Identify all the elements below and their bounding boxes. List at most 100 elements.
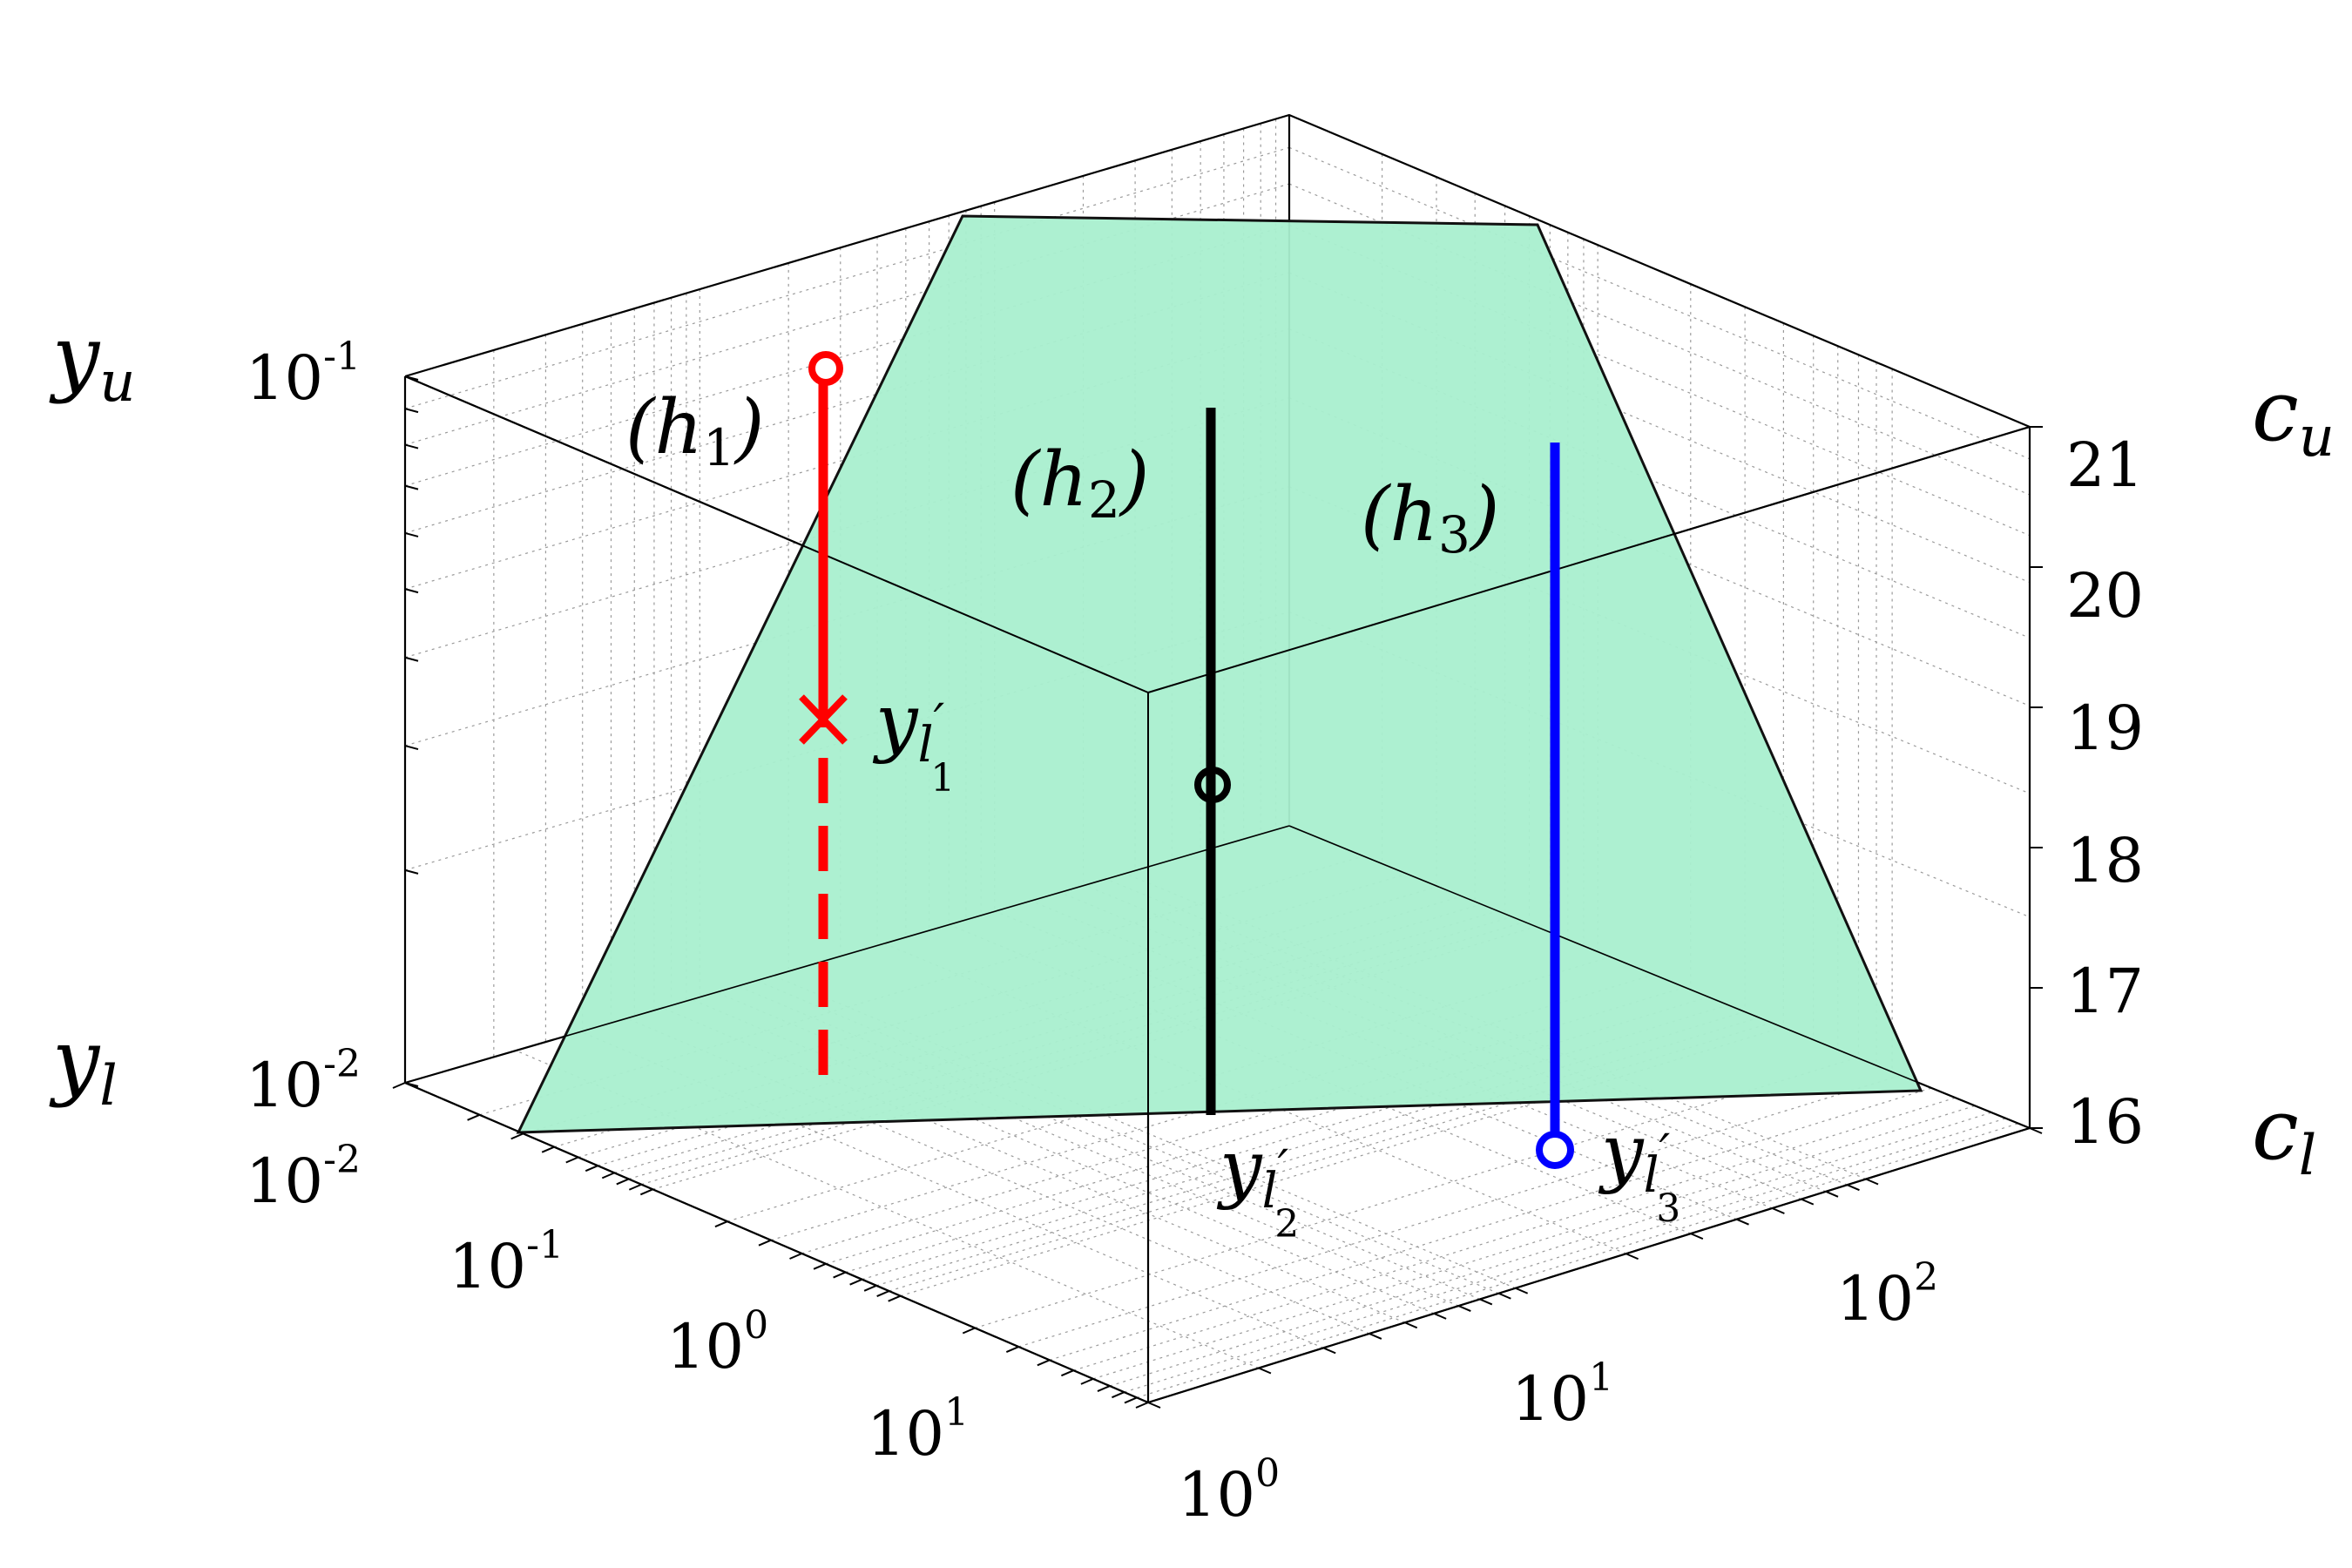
- axis-label-c-lower: cl: [2252, 1081, 2316, 1188]
- tick-mark: [541, 1146, 555, 1153]
- point-label-2: yl′2: [1216, 1125, 1299, 1247]
- grid-line: [1085, 884, 1827, 1193]
- grid-line: [662, 1007, 1405, 1323]
- left-depth-tick-label: 101: [867, 1390, 969, 1470]
- line-h1-x-marker: [799, 694, 848, 745]
- tick-mark: [1825, 1190, 1839, 1198]
- tick-mark: [601, 1172, 615, 1179]
- tick-mark: [404, 868, 419, 875]
- tick-mark: [2029, 1127, 2043, 1134]
- tick-mark: [1112, 1391, 1125, 1399]
- axis-ticks: [392, 375, 2043, 1409]
- grid-line: [1288, 146, 2031, 460]
- tick-mark: [1865, 1178, 1879, 1186]
- axis-label-y-upper: yu: [49, 308, 135, 415]
- tick-mark: [404, 484, 419, 490]
- tick-mark: [1404, 1321, 1418, 1329]
- tick-mark: [404, 745, 419, 751]
- tick-mark: [404, 408, 419, 414]
- line-h2-circle-marker: [1194, 767, 1231, 803]
- right-tick-label: 18: [2066, 825, 2144, 896]
- tick-mark: [404, 375, 419, 381]
- tick-mark: [714, 1220, 728, 1228]
- tick-mark: [833, 1271, 846, 1279]
- right-depth-tick-labels: 100 101 102: [1178, 1255, 1938, 1531]
- tick-mark: [1097, 1385, 1111, 1392]
- tick-mark: [1625, 1253, 1639, 1260]
- right-tick-label: 16: [2066, 1086, 2144, 1158]
- tick-mark: [1457, 1305, 1471, 1313]
- right-tick-label: 19: [2066, 693, 2144, 764]
- label-h1: (h1): [625, 384, 764, 477]
- tick-mark: [585, 1165, 598, 1173]
- label-h3: (h3): [1361, 471, 1499, 564]
- label-h2: (h2): [1010, 436, 1149, 530]
- tick-mark: [1258, 1367, 1272, 1375]
- grid-line: [1109, 1112, 1992, 1387]
- tick-mark: [510, 1132, 524, 1140]
- left-depth-tick-label: 10-2: [246, 1138, 361, 1217]
- tick-mark: [1061, 1369, 1074, 1377]
- left-depth-tick-label: 100: [666, 1303, 768, 1382]
- tick-mark: [1124, 1396, 1138, 1404]
- tick-mark: [1322, 1347, 1336, 1355]
- line-h1: [799, 351, 848, 1080]
- tick-mark: [789, 1253, 802, 1260]
- tick-mark: [467, 1113, 480, 1121]
- tick-mark: [1479, 1298, 1493, 1306]
- grid-line: [580, 1031, 1324, 1348]
- tick-mark: [565, 1156, 579, 1164]
- tick-mark: [1847, 1184, 1860, 1192]
- grid-line: [1124, 1118, 2006, 1393]
- right-tick-label: 20: [2066, 560, 2144, 632]
- tick-mark: [1433, 1312, 1447, 1320]
- tick-mark: [404, 531, 419, 537]
- left-depth-tick-label: 10-1: [449, 1223, 564, 1302]
- tick-mark: [1369, 1333, 1382, 1340]
- right-depth-tick-label: 100: [1178, 1451, 1280, 1531]
- line-h2: [1194, 408, 1231, 1115]
- tick-mark: [1497, 1292, 1511, 1300]
- right-tick-label: 17: [2066, 956, 2144, 1027]
- tick-mark: [1080, 1377, 1094, 1385]
- line-h3-bottom-circle-marker: [1536, 1131, 1574, 1169]
- tick-mark: [849, 1278, 863, 1286]
- tick-mark: [1772, 1207, 1785, 1214]
- tick-mark: [813, 1262, 827, 1270]
- front-box-edges: [404, 375, 2031, 1403]
- grid-line: [975, 1057, 1858, 1329]
- tick-mark: [404, 1082, 419, 1087]
- tick-mark: [758, 1239, 772, 1247]
- grid-line: [1125, 873, 1867, 1180]
- point-label-1: yl′1: [872, 679, 955, 801]
- grid-line: [995, 910, 1737, 1220]
- constraint-plane: [516, 214, 1923, 1134]
- tick-mark: [616, 1178, 630, 1186]
- grid-line: [404, 146, 1290, 409]
- tick-mark: [1690, 1233, 1704, 1240]
- tick-mark: [628, 1183, 642, 1191]
- tick-mark: [404, 588, 419, 594]
- grid-line: [626, 1017, 1370, 1335]
- tick-mark: [1005, 1346, 1019, 1353]
- right-depth-tick-label: 102: [1836, 1255, 1938, 1335]
- axis-label-c-upper: cu: [2252, 362, 2335, 470]
- tick-mark: [1037, 1359, 1051, 1367]
- grid-line: [1018, 1074, 1902, 1348]
- grid-line: [1092, 1105, 1976, 1380]
- grid-line: [1049, 1087, 1932, 1361]
- tick-mark: [1801, 1198, 1815, 1206]
- grid-line: [516, 1050, 1260, 1369]
- left-vertical-tick-label-top: 10-1: [246, 335, 361, 414]
- tick-mark: [1515, 1287, 1529, 1294]
- tick-mark: [863, 1284, 877, 1292]
- tick-mark: [962, 1327, 976, 1335]
- right-depth-tick-label: 101: [1511, 1355, 1613, 1435]
- tick-mark: [888, 1294, 902, 1302]
- tick-mark: [1147, 1402, 1161, 1409]
- tick-mark: [1135, 1402, 1149, 1409]
- line-h1-top-circle-marker: [808, 351, 843, 386]
- line-h3: [1536, 443, 1574, 1169]
- point-label-3: yl′3: [1598, 1109, 1680, 1231]
